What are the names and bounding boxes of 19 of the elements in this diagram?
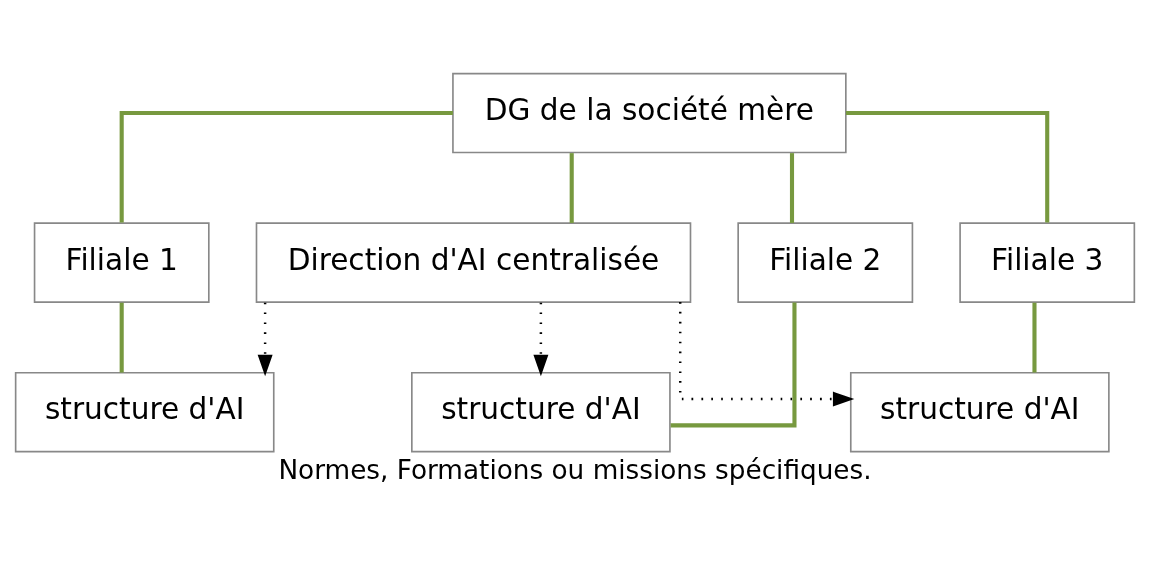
node-box: Direction d'AI centralisée (255, 222, 692, 303)
connector (670, 302, 797, 428)
node-box: Filiale 3 (959, 222, 1136, 303)
connector (119, 110, 453, 223)
connector (789, 153, 795, 223)
arrow (678, 302, 855, 407)
node-box: structure d'AI (849, 371, 1110, 453)
caption: Normes, Formations ou missions spécifiques. (278, 455, 872, 486)
node-box: Filiale 1 (33, 222, 210, 303)
node-box: DG de la société mère (452, 72, 847, 154)
connector (119, 302, 124, 373)
connector (1032, 302, 1037, 373)
node-box: structure d'AI (411, 371, 671, 453)
arrow (257, 302, 273, 377)
connector (845, 110, 1050, 223)
node-box: structure d'AI (14, 371, 275, 453)
arrow (533, 302, 549, 377)
node-box: Filiale 2 (737, 222, 914, 303)
connector (569, 153, 574, 223)
